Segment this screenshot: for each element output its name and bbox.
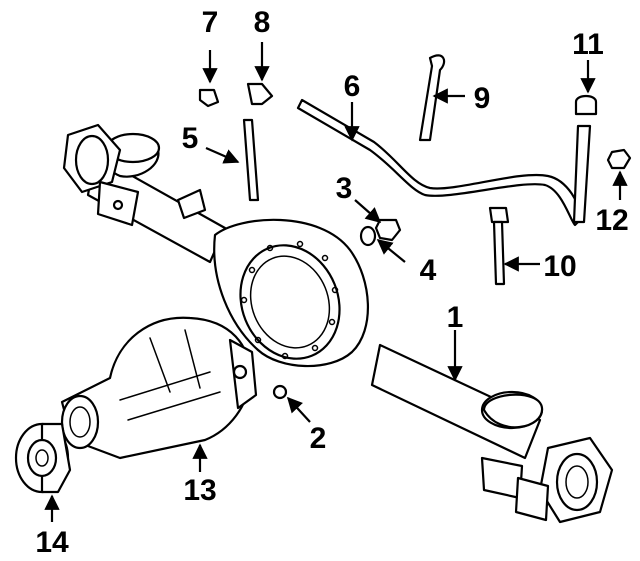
- callout-1: 1: [447, 301, 464, 334]
- leader-lines: [44, 42, 628, 522]
- companion-flange: [14, 422, 72, 494]
- vent-union: [246, 82, 274, 106]
- callout-2: 2: [310, 422, 327, 455]
- callout-13: 13: [183, 474, 216, 507]
- filler-plug: [374, 218, 402, 242]
- vent-cap: [574, 94, 598, 116]
- clip: [198, 88, 220, 108]
- callout-5: 5: [182, 122, 199, 155]
- vent-hose: [242, 118, 260, 202]
- callout-12: 12: [595, 204, 628, 237]
- callout-10: 10: [543, 250, 576, 283]
- nut: [606, 148, 632, 170]
- breather-hose: [418, 54, 446, 142]
- callout-3: 3: [336, 172, 353, 205]
- breather-tube: [296, 98, 584, 227]
- callout-8: 8: [254, 6, 271, 39]
- callout-14: 14: [35, 526, 69, 559]
- callout-9: 9: [474, 82, 491, 115]
- axle-housing: [62, 123, 614, 524]
- callout-7: 7: [202, 6, 219, 39]
- callout-4: 4: [420, 254, 437, 287]
- callout-6: 6: [344, 70, 361, 103]
- callout-11: 11: [572, 28, 604, 61]
- differential-carrier: [60, 316, 258, 460]
- bracket-bolt: [488, 206, 510, 286]
- drain-plug: [272, 384, 288, 400]
- gasket: [359, 225, 377, 247]
